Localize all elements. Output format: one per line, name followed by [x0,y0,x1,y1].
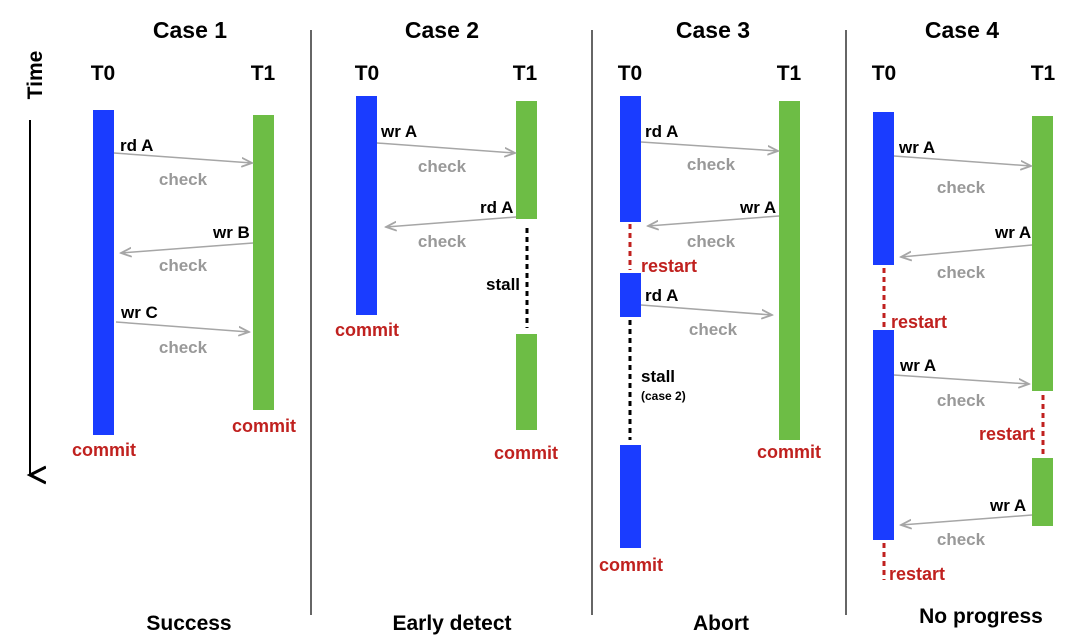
t0-transaction-bar [873,112,894,265]
t0-transaction-bar [620,445,641,548]
check-arrow [376,142,515,153]
restart-label: restart [641,256,697,276]
op-label: wr C [120,303,158,322]
check-label: check [937,263,986,282]
op-label: wr A [899,356,936,375]
check-label: check [687,155,736,174]
op-label: wr A [898,138,935,157]
case-1: Case 1 T0 T1 rd A check wr B check wr C … [72,17,296,635]
check-label: check [159,170,208,189]
op-label: wr B [212,223,250,242]
check-arrow [121,242,254,253]
thread-t0-label: T0 [618,62,643,85]
check-label: check [937,530,986,549]
check-label: check [937,178,986,197]
commit-label: commit [757,442,821,462]
case-footer: Early detect [392,612,511,635]
thread-t1-label: T1 [251,62,276,85]
t0-transaction-bar [93,110,114,435]
op-label: wr A [739,198,776,217]
t1-transaction-bar [516,101,537,219]
commit-label: commit [72,440,136,460]
restart-label: restart [889,564,945,584]
commit-label: commit [232,416,296,436]
thread-t0-label: T0 [872,62,897,85]
t1-transaction-bar [516,334,537,430]
t0-transaction-bar [873,330,894,540]
stall-note: (case 2) [641,389,686,403]
op-label: rd A [645,122,678,141]
check-label: check [687,232,736,251]
t1-transaction-bar [1032,458,1053,526]
check-arrow [115,321,249,332]
stall-label: stall [486,275,520,294]
t0-transaction-bar [620,96,641,222]
case-footer: Abort [693,612,749,635]
check-label: check [418,157,467,176]
case-title: Case 1 [153,17,227,43]
check-arrow [113,152,252,163]
commit-label: commit [494,443,558,463]
t1-transaction-bar [1032,116,1053,391]
case-title: Case 3 [676,17,750,43]
op-label: wr A [380,122,417,141]
check-arrow [386,216,517,227]
op-label: wr A [989,496,1026,515]
check-label: check [159,338,208,357]
restart-label: restart [979,424,1035,444]
t0-transaction-bar [620,273,641,317]
thread-t1-label: T1 [777,62,802,85]
check-arrow [893,374,1029,384]
check-arrow [901,514,1033,525]
commit-label: commit [335,320,399,340]
case-2: Case 2 T0 T1 wr A check rd A check stall… [335,17,558,635]
restart-label: restart [891,312,947,332]
check-label: check [937,391,986,410]
check-label: check [418,232,467,251]
case-4: Case 4 T0 T1 wr A check wr A check resta… [872,17,1056,628]
case-footer: Success [146,612,231,635]
check-arrow [648,215,780,226]
thread-t1-label: T1 [513,62,538,85]
thread-t0-label: T0 [91,62,116,85]
check-arrow [893,155,1031,166]
case-3: Case 3 T0 T1 rd A check wr A check resta… [599,17,821,635]
stall-label: stall [641,367,675,386]
op-label: rd A [480,198,513,217]
check-arrow [640,304,772,315]
t1-transaction-bar [253,115,274,410]
time-label: Time [24,51,47,100]
case-title: Case 4 [925,17,999,43]
commit-label: commit [599,555,663,575]
case-title: Case 2 [405,17,479,43]
thread-t1-label: T1 [1031,62,1056,85]
thread-t0-label: T0 [355,62,380,85]
t1-transaction-bar [779,101,800,440]
check-label: check [689,320,738,339]
check-arrow [640,141,778,151]
case-footer: No progress [919,605,1043,628]
t0-transaction-bar [356,96,377,315]
check-label: check [159,256,208,275]
op-label: rd A [645,286,678,305]
op-label: wr A [994,223,1031,242]
op-label: rd A [120,136,153,155]
check-arrow [901,244,1033,257]
